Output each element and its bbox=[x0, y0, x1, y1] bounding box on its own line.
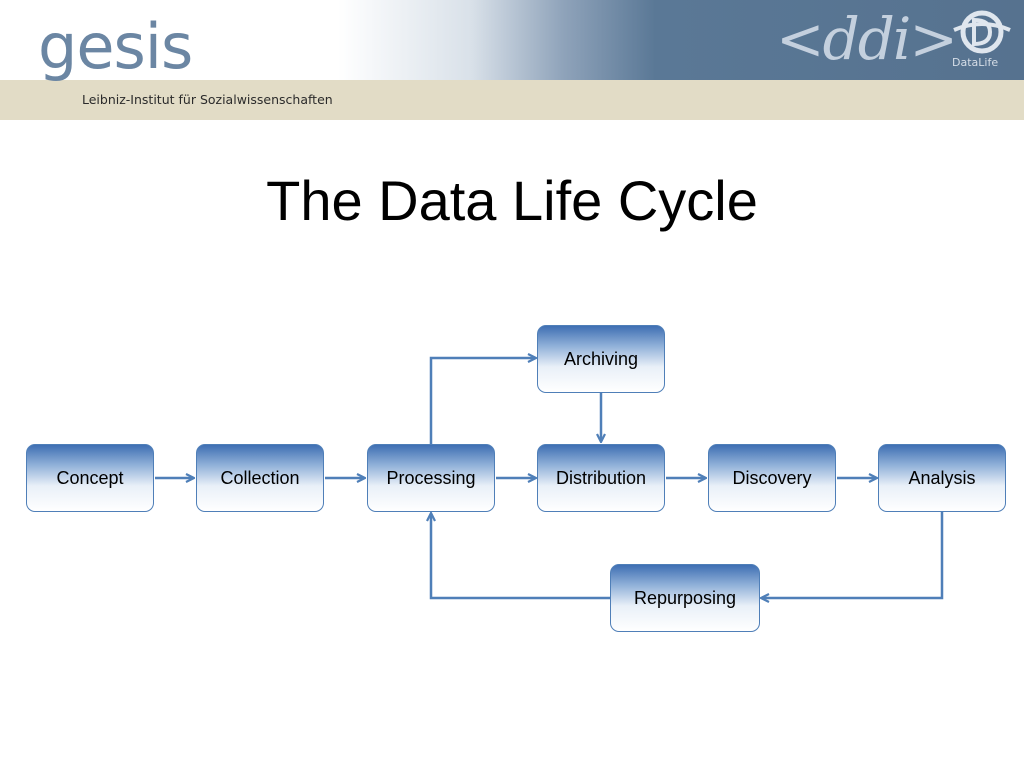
edge-processing-archiving bbox=[429, 358, 535, 444]
node-concept-label: Concept bbox=[56, 467, 124, 488]
node-concept: Concept bbox=[26, 444, 154, 512]
node-analysis-label: Analysis bbox=[908, 467, 976, 488]
edge-analysis-repurposing bbox=[762, 512, 944, 598]
datalife-logo-text: DataLife bbox=[952, 56, 999, 69]
node-archiving-label: Archiving bbox=[563, 348, 639, 369]
slide-title: The Data Life Cycle bbox=[266, 169, 758, 232]
gesis-logo: gesis bbox=[38, 10, 193, 83]
header-gradient-band bbox=[0, 0, 1024, 80]
node-repurposing-label: Repurposing bbox=[633, 587, 737, 608]
edge-repurposing-processing bbox=[431, 514, 610, 600]
datalife-logo-icon bbox=[953, 10, 1011, 54]
gesis-subtitle: Leibniz-Institut für Sozialwissenschafte… bbox=[82, 92, 333, 107]
node-collection-label: Collection bbox=[220, 467, 300, 488]
node-processing-label: Processing bbox=[386, 467, 476, 488]
ddi-logo: <ddi> bbox=[776, 5, 958, 73]
node-distribution-label: Distribution bbox=[555, 467, 647, 488]
node-discovery: Discovery bbox=[708, 444, 836, 512]
node-discovery-label: Discovery bbox=[732, 467, 812, 488]
header-beige-band bbox=[0, 80, 1024, 120]
node-repurposing: Repurposing bbox=[610, 564, 760, 632]
node-processing: Processing bbox=[367, 444, 495, 512]
node-collection: Collection bbox=[196, 444, 324, 512]
node-distribution: Distribution bbox=[537, 444, 665, 512]
node-analysis: Analysis bbox=[878, 444, 1006, 512]
node-archiving: Archiving bbox=[537, 325, 665, 393]
